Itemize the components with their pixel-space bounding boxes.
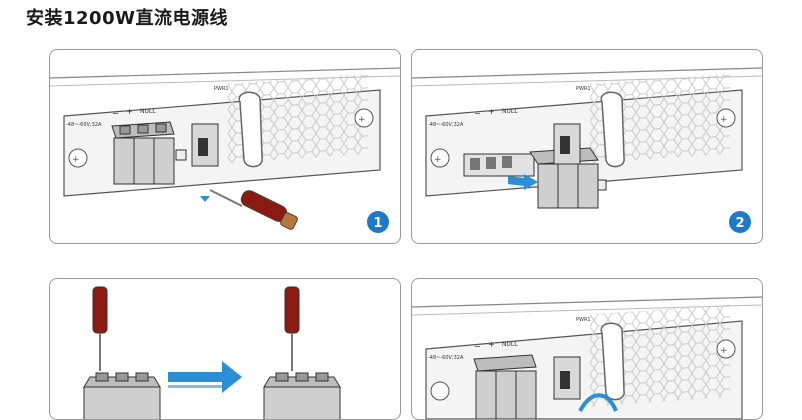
step-3-panel xyxy=(49,278,401,420)
step-4-panel: + PWR1 -48~-60V;32A − + NULL xyxy=(411,278,763,420)
terminal-block xyxy=(111,121,175,185)
terminal-socket xyxy=(463,153,535,177)
terminal-block xyxy=(473,354,537,419)
pull-arrow-icon xyxy=(508,174,538,190)
step-1-panel: + + PWR1 -48~-60V;32A − + NULL xyxy=(49,49,401,244)
right-screw-icon xyxy=(716,339,736,359)
next-step-arrow-icon xyxy=(168,361,242,393)
voltage-label: -48~-60V;32A xyxy=(428,122,464,128)
step-1-number: 1 xyxy=(373,216,382,231)
voltage-label: -48~-60V;32A xyxy=(66,122,102,128)
svg-text:+: + xyxy=(72,155,80,165)
minus-label: − xyxy=(474,109,481,118)
step-1-badge xyxy=(367,211,389,233)
plus-label: + xyxy=(488,340,495,349)
module-name-label: PWR1 xyxy=(576,317,591,323)
minus-label: − xyxy=(474,342,481,351)
terminal-block xyxy=(83,372,161,419)
plus-label: + xyxy=(126,107,133,116)
module-name-label: PWR1 xyxy=(214,86,229,92)
screwdriver-icon xyxy=(284,286,300,371)
voltage-label: -48~-60V;32A xyxy=(428,355,464,361)
terminal-block xyxy=(263,372,341,419)
step-2-number: 2 xyxy=(735,216,744,231)
module-name-label: PWR1 xyxy=(576,86,591,92)
null-label: NULL xyxy=(140,108,156,115)
module-handle xyxy=(600,91,625,168)
step-2-panel: + + PWR1 -48~-60V;32A − + NULL 2 xyxy=(411,49,763,244)
minus-label: − xyxy=(112,109,119,118)
right-screw-icon xyxy=(716,108,736,128)
left-screw-icon xyxy=(430,381,450,401)
svg-text:+: + xyxy=(434,155,442,165)
page-title: 安装1200W直流电源线 xyxy=(26,8,228,29)
right-screw-icon xyxy=(354,108,374,128)
direction-arrow-icon xyxy=(200,196,210,202)
svg-text:+: + xyxy=(720,115,728,125)
svg-text:+: + xyxy=(358,115,366,125)
left-screw-icon xyxy=(68,148,88,168)
plus-label: + xyxy=(488,107,495,116)
svg-text:+: + xyxy=(720,346,728,356)
screwdriver-icon xyxy=(92,286,108,371)
step-2-badge xyxy=(729,211,751,233)
screwdriver-icon xyxy=(209,189,298,230)
null-label: NULL xyxy=(502,341,518,348)
null-label: NULL xyxy=(502,108,518,115)
left-screw-icon xyxy=(430,148,450,168)
module-handle xyxy=(238,91,263,168)
